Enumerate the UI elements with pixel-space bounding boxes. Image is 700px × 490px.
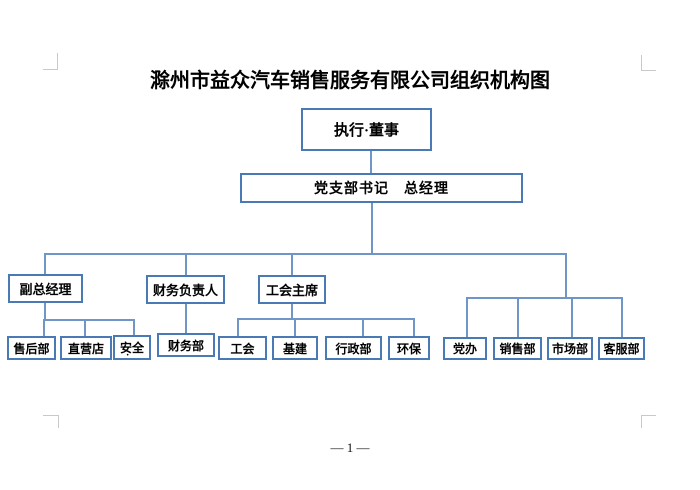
text-boundary-mark-top-left bbox=[43, 53, 58, 70]
connector-line bbox=[291, 304, 293, 318]
connector-line bbox=[84, 319, 86, 336]
org-node-union: 工会 bbox=[218, 336, 267, 360]
org-node-deputy-general-manager: 副总经理 bbox=[8, 274, 83, 303]
connector-line bbox=[370, 151, 372, 173]
org-node-union-chairman: 工会主席 bbox=[258, 275, 326, 304]
org-node-sales-dept: 销售部 bbox=[493, 337, 542, 360]
connector-line bbox=[291, 253, 293, 275]
connector-line bbox=[466, 297, 623, 299]
connector-line bbox=[413, 318, 415, 336]
connector-line bbox=[185, 304, 187, 333]
connector-line bbox=[133, 319, 135, 335]
org-node-finance-dept: 财务部 bbox=[157, 333, 215, 357]
page-title: 滁州市益众汽车销售服务有限公司组织机构图 bbox=[150, 70, 550, 92]
org-node-party-secretary-general-manager: 党支部书记 总经理 bbox=[240, 173, 523, 203]
connector-line bbox=[565, 253, 567, 297]
org-node-party-office: 党办 bbox=[443, 337, 487, 360]
connector-line bbox=[43, 319, 135, 321]
connector-line bbox=[44, 303, 46, 319]
org-node-infrastructure: 基建 bbox=[272, 336, 318, 360]
org-node-safety: 安全 · bbox=[113, 335, 151, 361]
connector-line bbox=[466, 297, 468, 337]
connector-line bbox=[294, 318, 296, 336]
connector-line bbox=[362, 318, 364, 336]
text-boundary-mark-bottom-left bbox=[43, 415, 59, 428]
connector-line bbox=[185, 253, 187, 275]
org-node-customer-service-dept: 客服部 bbox=[598, 337, 645, 360]
org-node-environmental: 环保 bbox=[388, 336, 430, 360]
connector-line bbox=[571, 297, 573, 337]
connector-line bbox=[44, 253, 567, 255]
connector-line bbox=[517, 297, 519, 337]
org-node-admin-dept: 行政部 bbox=[325, 336, 382, 360]
safety-label: 安全 bbox=[119, 341, 144, 355]
text-boundary-mark-top-right bbox=[641, 55, 656, 71]
org-node-finance-head: 财务负责人 bbox=[146, 275, 225, 304]
connector-line bbox=[621, 297, 623, 337]
org-node-direct-store: 直营店 bbox=[60, 336, 112, 360]
connector-line bbox=[44, 253, 46, 274]
org-node-marketing-dept: 市场部 bbox=[547, 337, 593, 360]
connector-line bbox=[237, 318, 239, 336]
org-node-executive-director: 执行·董事 bbox=[301, 108, 432, 151]
safety-footnote-mark: · bbox=[126, 350, 130, 361]
connector-line bbox=[237, 318, 415, 320]
page-number: — 1 — bbox=[330, 440, 370, 455]
connector-line bbox=[371, 203, 373, 253]
text-boundary-mark-bottom-right bbox=[641, 415, 656, 428]
org-node-after-sales-dept: 售后部 bbox=[7, 336, 56, 360]
connector-line bbox=[43, 319, 45, 336]
